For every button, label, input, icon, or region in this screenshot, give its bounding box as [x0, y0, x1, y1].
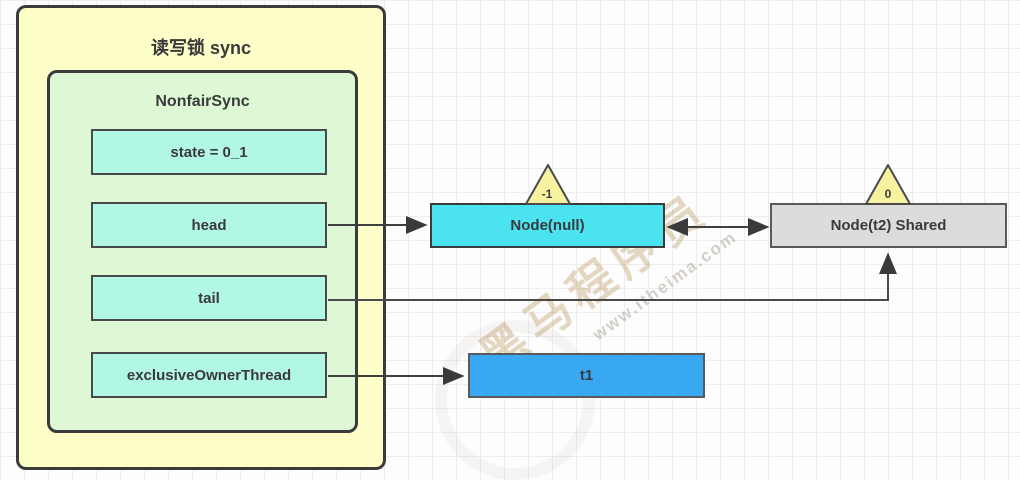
node-t1: t1 [468, 353, 705, 398]
arrow-tail-to-node-t2 [328, 252, 897, 301]
field-head: head [91, 202, 327, 248]
waitstatus-badge-value-node-t2: 0 [885, 187, 892, 201]
waitstatus-badge-triangle-node-t2 [865, 164, 911, 205]
watermark-logo-circle [435, 320, 595, 480]
field-tail: tail [91, 275, 327, 321]
node-null: Node(null) [430, 203, 665, 248]
group-title-readwrite-lock-sync: 读写锁 sync [150, 38, 252, 58]
field-state: state = 0_1 [91, 129, 327, 175]
waitstatus-badge-value-node-null: -1 [542, 187, 553, 201]
field-exclusive-owner-thread: exclusiveOwnerThread [91, 352, 327, 398]
node-t2-shared: Node(t2) Shared [770, 203, 1007, 248]
group-title-nonfairsync: NonfairSync [155, 93, 250, 110]
waitstatus-badge-triangle-node-null [525, 164, 571, 205]
